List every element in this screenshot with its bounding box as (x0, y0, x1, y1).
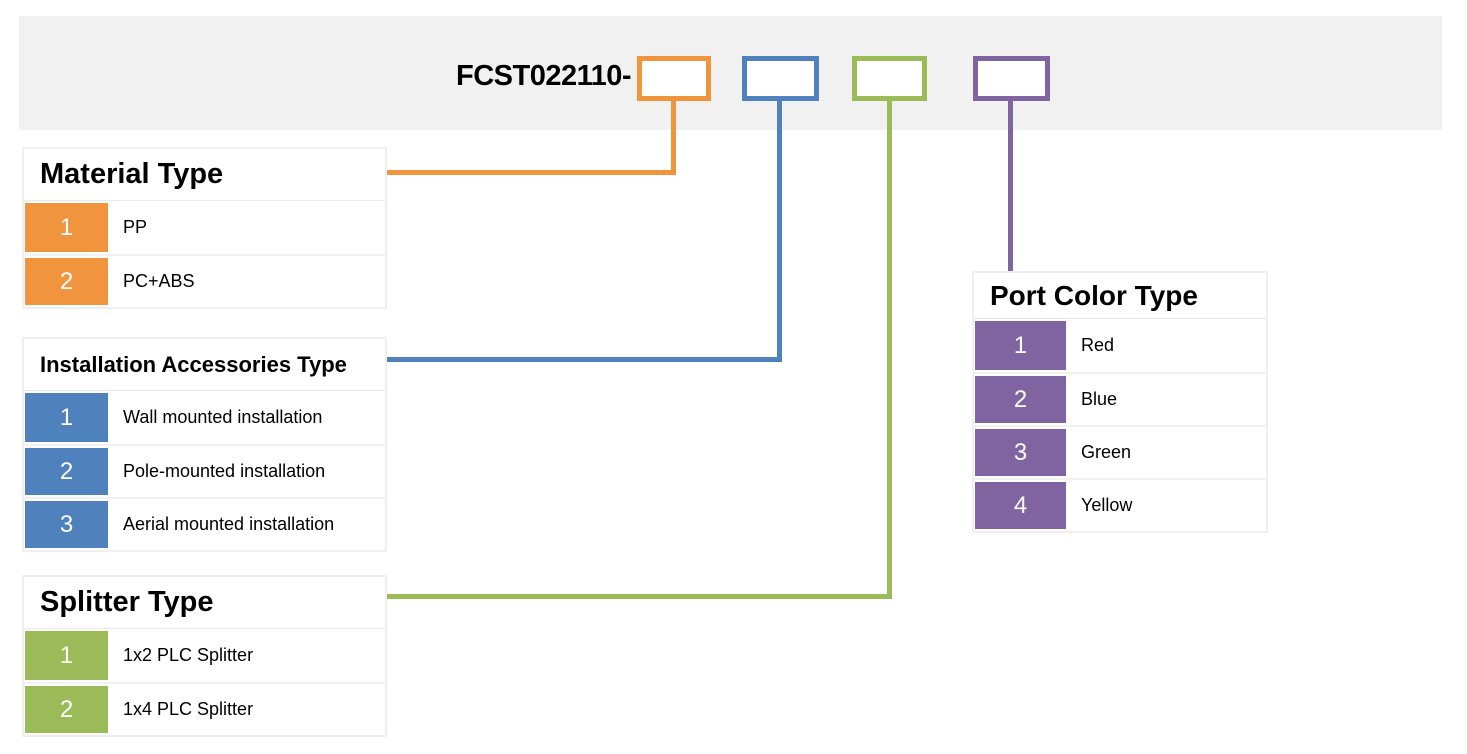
table-row: 1 Red (974, 319, 1266, 372)
table-title: Port Color Type (974, 273, 1266, 319)
material-code-box (637, 56, 711, 101)
table-row: 3 Green (974, 425, 1266, 478)
row-label: 1x4 PLC Splitter (123, 699, 254, 719)
row-code-cell: 3 (975, 429, 1066, 476)
splitter-code-box (852, 56, 927, 101)
material-connector-vertical (671, 101, 676, 175)
table-row: 3 Aerial mounted installation (24, 497, 385, 550)
table-row: 2 PC+ABS (24, 254, 385, 307)
row-code-cell: 2 (25, 448, 108, 495)
table-row: 1 Wall mounted installation (24, 391, 385, 444)
row-label: 1x2 PLC Splitter (123, 645, 254, 665)
row-code-cell: 1 (25, 393, 108, 442)
row-label: Green (1081, 442, 1132, 462)
material-connector-horizontal (387, 170, 676, 175)
row-code-cell: 3 (25, 501, 108, 548)
table-title: Splitter Type (24, 577, 385, 629)
row-label: Wall mounted installation (123, 407, 323, 427)
port-color-code-box (973, 56, 1050, 101)
installation-accessories-type-table: Installation Accessories Type 1 Wall mou… (22, 337, 387, 552)
row-code-cell: 2 (25, 686, 108, 733)
row-code-cell: 1 (25, 203, 108, 252)
port-color-type-table: Port Color Type 1 Red 2 Blue 3 Green 4 Y… (972, 271, 1268, 533)
row-label: Yellow (1081, 495, 1133, 515)
splitter-connector-vertical (887, 100, 892, 599)
row-label: PC+ABS (123, 271, 195, 291)
row-label: Aerial mounted installation (123, 514, 335, 534)
table-row: 2 Pole-mounted installation (24, 444, 385, 497)
row-code-cell: 1 (25, 631, 108, 680)
row-label: Blue (1081, 389, 1118, 409)
header-band (19, 16, 1442, 130)
table-row: 2 1x4 PLC Splitter (24, 682, 385, 735)
installation-connector-horizontal (387, 357, 782, 362)
installation-code-box (742, 56, 819, 101)
row-label: PP (123, 217, 148, 237)
table-row: 2 Blue (974, 372, 1266, 425)
row-label: Red (1081, 335, 1115, 355)
material-type-table: Material Type 1 PP 2 PC+ABS (22, 147, 387, 309)
table-title: Material Type (24, 149, 385, 201)
row-code-cell: 1 (975, 321, 1066, 370)
table-row: 1 1x2 PLC Splitter (24, 629, 385, 682)
splitter-connector-horizontal (387, 594, 892, 599)
row-label: Pole-mounted installation (123, 461, 326, 481)
product-code-prefix: FCST022110- (456, 60, 632, 92)
row-code-cell: 2 (25, 258, 108, 305)
table-row: 1 PP (24, 201, 385, 254)
row-code-cell: 2 (975, 376, 1066, 423)
row-code-cell: 4 (975, 482, 1066, 529)
table-row: 4 Yellow (974, 478, 1266, 531)
table-title: Installation Accessories Type (24, 339, 385, 391)
splitter-type-table: Splitter Type 1 1x2 PLC Splitter 2 1x4 P… (22, 575, 387, 737)
installation-connector-vertical (777, 100, 782, 362)
port-color-connector-vertical (1008, 100, 1013, 271)
